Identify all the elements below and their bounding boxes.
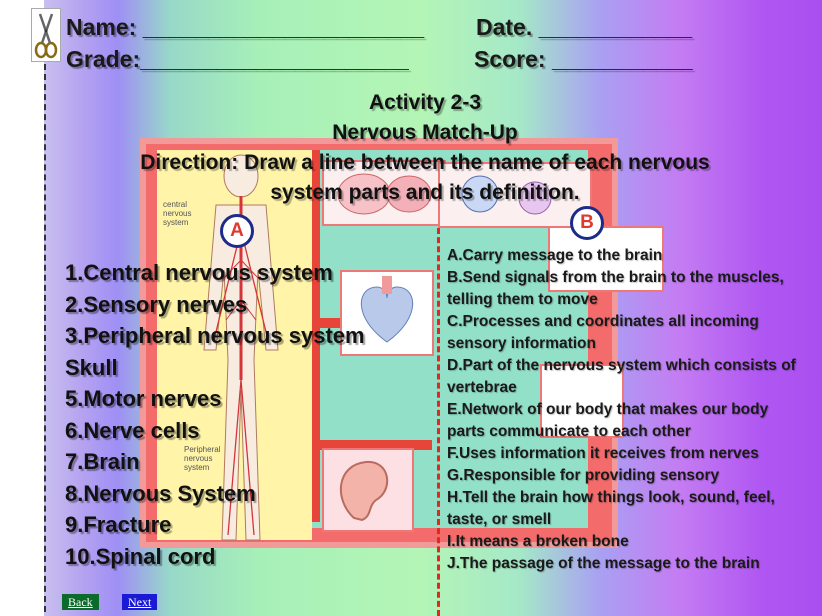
back-button[interactable]: Back	[62, 594, 99, 610]
score-field-label: Score: ___________	[474, 46, 693, 72]
column-b-item: C.Processes and coordinates all incoming…	[447, 313, 759, 352]
column-a-item: 10.Spinal cord	[65, 543, 216, 569]
column-b-item: J.The passage of the message to the brai…	[447, 555, 760, 572]
activity-title: Activity 2-3	[368, 91, 482, 114]
column-b-item: F.Uses information it receives from nerv…	[447, 445, 759, 462]
column-b-badge: B	[570, 206, 604, 240]
figure-label-pns: Peripheral nervous system	[184, 445, 221, 472]
column-b-item: G.Responsible for providing sensory	[447, 467, 720, 484]
heart-illustration	[340, 270, 434, 356]
column-a-item: 9.Fracture	[65, 512, 172, 537]
column-b-item: H.Tell the brain how things look, sound,…	[447, 489, 775, 528]
column-a-badge: A	[220, 214, 254, 248]
column-a-item: 2.Sensory nerves	[65, 291, 248, 317]
column-b-item: D.Part of the nervous system which consi…	[447, 357, 796, 396]
frame-divider	[312, 440, 432, 450]
date-field-label: Date. ____________	[476, 14, 693, 40]
brain-illustration	[322, 160, 446, 226]
frame-divider	[312, 150, 320, 522]
column-a-list: 1.Central nervous system 2.Sensory nerve…	[65, 257, 365, 572]
column-b-list: A.Carry message to the brain B.Send sign…	[447, 245, 807, 575]
column-b-item: B.Send signals from the brain to the mus…	[447, 269, 784, 308]
column-b-item: A.Carry message to the brain	[447, 247, 663, 264]
activity-subtitle: Nervous Match-Up	[332, 121, 518, 144]
title-block: Activity 2-3 Nervous Match-Up Direction:…	[70, 88, 780, 208]
column-a-item: 7.Brain	[65, 449, 140, 474]
matching-divider	[437, 228, 440, 616]
neuron-illustration	[438, 162, 592, 228]
name-field-label: Name: ______________________	[66, 14, 425, 40]
spine-illustration	[548, 226, 664, 292]
column-a-item: 3.Peripheral nervous system	[65, 323, 365, 348]
column-b-item: I.It means a broken bone	[447, 533, 629, 550]
column-a-item: 6.Nerve cells	[65, 417, 200, 443]
grade-field-label: Grade:_____________________	[66, 46, 409, 72]
scissors-icon	[31, 8, 61, 62]
cut-line	[44, 64, 46, 612]
column-b-item: E.Network of our body that makes our bod…	[447, 401, 769, 440]
ear-illustration	[322, 448, 414, 532]
column-a-item: 5.Motor nerves	[65, 386, 222, 411]
column-a-item: 1.Central nervous system	[65, 260, 333, 285]
next-button[interactable]: Next	[122, 594, 158, 610]
vertebra-illustration	[540, 364, 624, 438]
figure-label-cns: central nervous system	[163, 200, 192, 227]
direction-line-2: system parts and its definition.	[270, 181, 580, 204]
column-a-item: 8.Nervous System	[65, 480, 256, 506]
column-a-item: Skull	[65, 354, 118, 380]
direction-line-1: Direction: Draw a line between the name …	[140, 151, 710, 174]
